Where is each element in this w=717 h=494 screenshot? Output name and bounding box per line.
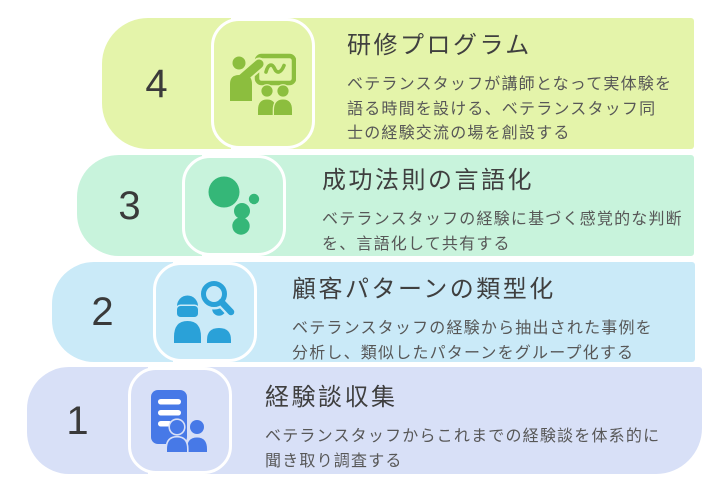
step-number-pill [52, 262, 173, 362]
step-description: ベテランスタッフが講師となって実体験を 語る時間を設ける、ベテランスタッフ同 士… [347, 76, 673, 143]
step-description: ベテランスタッフの経験から抽出された事例を 分析し、類似したパターンをグループ化… [292, 320, 653, 362]
step-title: 成功法則の言語化 [322, 167, 534, 194]
training-presentation-icon [230, 53, 296, 115]
step-icon-box [182, 155, 286, 256]
step-row-3: 3 成功法則の言語化 ベテランスタッフの経験に基づく感覚的な判断 を、言語化して… [0, 155, 717, 256]
step-row-1: 1 経験談収集 ベテランスタッフからこれまでの経験談を体系的に 聞き取り調査する [0, 367, 717, 474]
step-description: ベテランスタッフからこれまでの経験談を体系的に 聞き取り調査する [265, 428, 661, 470]
step-number-pill [27, 367, 148, 474]
step-row-4: 4 研修プログラム ベテランスタッフが講師となって実体験を 語る時間を設ける、ベ… [0, 18, 717, 149]
step-icon-box [128, 367, 232, 474]
step-number: 3 [118, 183, 141, 228]
step-number-pill [102, 18, 231, 149]
bubble-cluster-icon [208, 176, 260, 235]
step-row-2: 2 顧客パターンの類型化 ベテランスタッフの経験から抽出された事例を 分析し、類… [0, 262, 717, 362]
step-number: 4 [145, 61, 168, 106]
step-title: 顧客パターンの類型化 [292, 276, 556, 303]
step-icon-box [153, 262, 257, 362]
step-description: ベテランスタッフの経験に基づく感覚的な判断 を、言語化して共有する [322, 211, 683, 253]
person-magnifier-icon [174, 281, 236, 343]
step-number: 2 [91, 290, 114, 334]
step-number: 1 [66, 398, 89, 443]
step-title: 経験談収集 [265, 384, 398, 411]
interview-document-people-icon [151, 389, 209, 452]
step-icon-box [211, 18, 315, 149]
step-title: 研修プログラム [347, 32, 532, 59]
step-number-pill [77, 155, 202, 256]
